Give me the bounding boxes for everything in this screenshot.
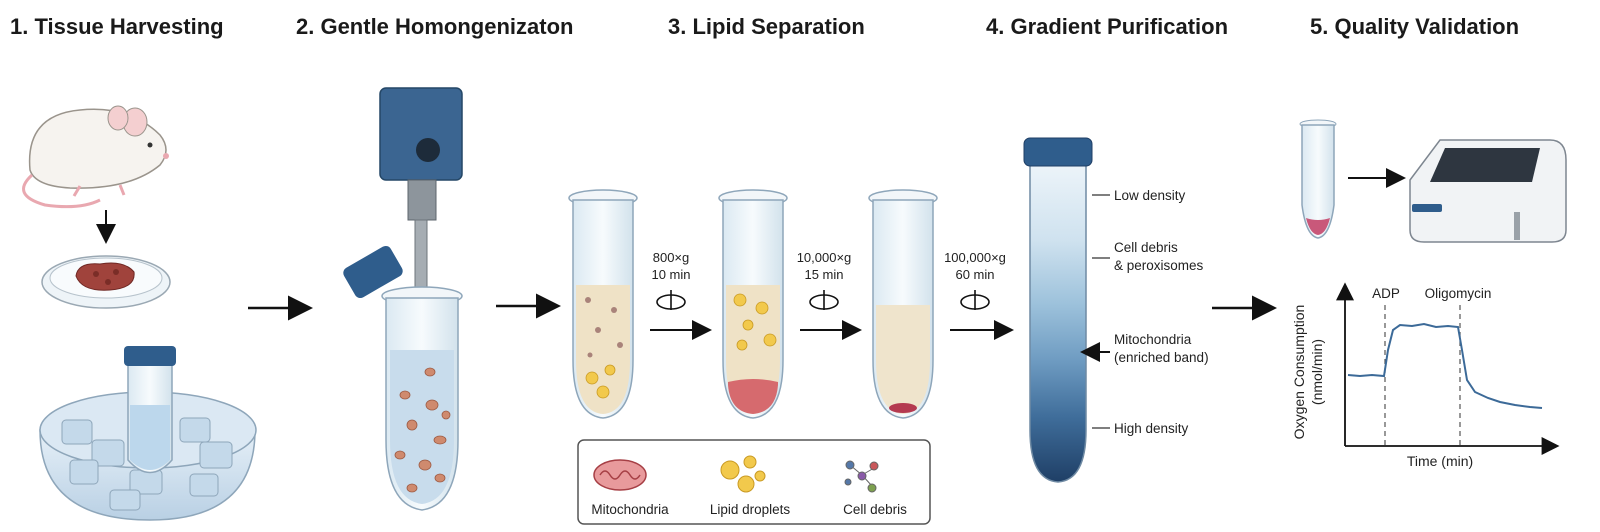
mouse-icon	[22, 105, 169, 209]
centrifuge-tube-2	[718, 189, 788, 419]
sample-tube	[1299, 119, 1337, 239]
mitochondrion-icon	[593, 459, 647, 491]
gradient-tube	[1023, 137, 1093, 483]
step2-title: 2. Gentle Homongenizaton	[296, 14, 574, 39]
homogenate-tube	[381, 286, 463, 511]
rotation-icon	[809, 290, 839, 310]
spin3-time: 60 min	[955, 267, 994, 282]
ice-bath	[39, 346, 257, 521]
label-high-density: High density	[1114, 421, 1189, 436]
annotation-oligomycin: Oligomycin	[1425, 286, 1492, 301]
spin3-speed: 100,000×g	[944, 250, 1006, 265]
step5-title: 5. Quality Validation	[1310, 14, 1520, 39]
label-peroxisomes: & peroxisomes	[1114, 258, 1204, 273]
lipid-droplet-icon	[720, 455, 766, 493]
rotation-icon	[656, 290, 686, 310]
legend-mito-label: Mitochondria	[591, 502, 669, 517]
respirometer-icon	[1409, 139, 1567, 243]
label-enriched-band: (enriched band)	[1114, 350, 1209, 365]
debris-icon	[844, 460, 879, 493]
rotation-icon	[960, 290, 990, 310]
label-mitochondria: Mitochondria	[1114, 332, 1192, 347]
centrifuge-tube-1	[568, 189, 638, 419]
tube-cap	[343, 245, 403, 299]
spin1-time: 10 min	[651, 267, 690, 282]
centrifuge-tube-3	[868, 189, 938, 419]
trace-line	[1347, 322, 1543, 409]
label-cell-debris: Cell debris	[1114, 240, 1178, 255]
spin2-speed: 10,000×g	[797, 250, 852, 265]
legend-debris-label: Cell debris	[843, 502, 907, 517]
spin2-time: 15 min	[804, 267, 843, 282]
legend-lipid-label: Lipid droplets	[710, 502, 791, 517]
step3-title: 3. Lipid Separation	[668, 14, 865, 39]
label-low-density: Low density	[1114, 188, 1186, 203]
spin1-speed: 800×g	[653, 250, 690, 265]
step1-title: 1. Tissue Harvesting	[10, 14, 224, 39]
step4-title: 4. Gradient Purification	[986, 14, 1229, 39]
oxygen-consumption-graph: ADP Oligomycin Time (min) Oxygen Consump…	[1291, 282, 1560, 469]
y-axis-label-line1: Oxygen Consumption	[1291, 305, 1307, 440]
y-axis-label-line2: (nmol/min)	[1309, 339, 1325, 405]
petri-dish-tissue	[41, 255, 171, 309]
annotation-adp: ADP	[1372, 286, 1400, 301]
x-axis-label: Time (min)	[1407, 453, 1473, 469]
legend-box: Mitochondria Lipid droplets Cell debris	[577, 439, 931, 525]
